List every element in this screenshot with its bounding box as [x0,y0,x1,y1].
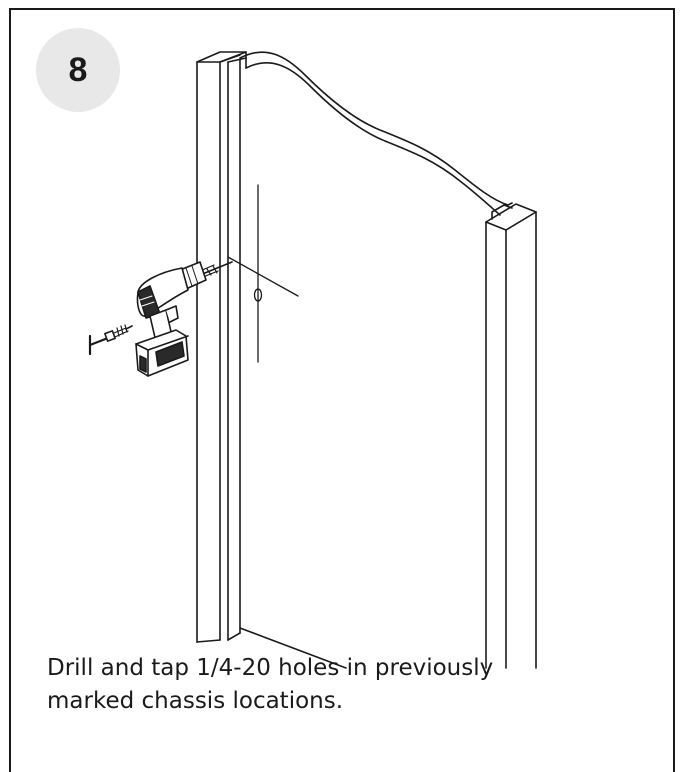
left-frame-post [196,51,247,643]
mark-crosshair [227,184,299,363]
step-caption: Drill and tap 1/4-20 holes in previously… [47,652,607,718]
drill-bit [199,261,233,278]
step-number-badge: 8 [36,28,120,112]
panel-break-line [239,51,513,216]
drill-chassis-illustration [88,51,537,669]
caption-line-1: Drill and tap 1/4-20 holes in previously [47,655,494,681]
right-frame-post [485,203,537,669]
tap-wrench-icon [88,324,133,356]
caption-line-2: marked chassis locations. [47,688,344,714]
drill-icon [135,261,207,377]
panel-bottom-edge [239,627,347,669]
instruction-panel [9,8,675,772]
